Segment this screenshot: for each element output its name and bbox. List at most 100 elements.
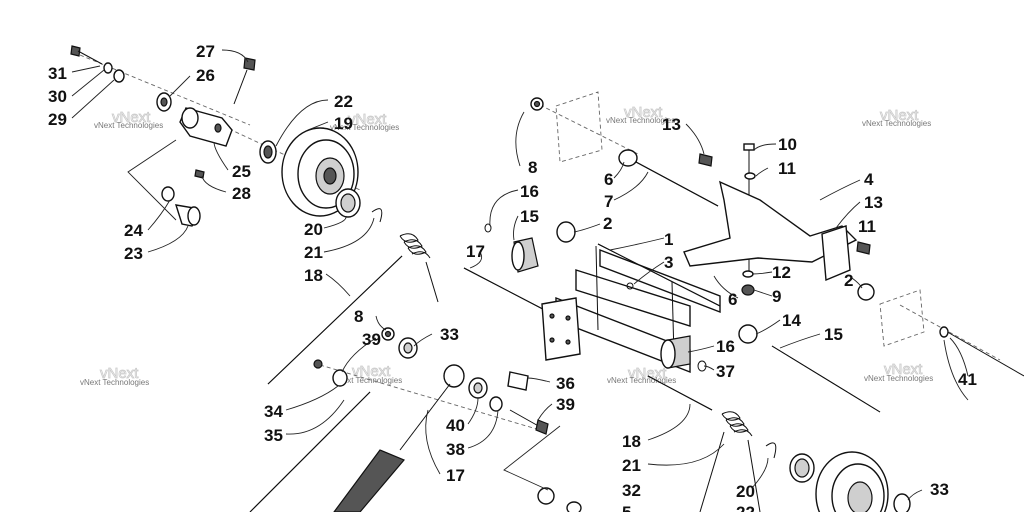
washer-29 xyxy=(113,69,125,83)
callout-14: 15 xyxy=(824,325,843,344)
leader-lines xyxy=(71,49,969,501)
svg-text:vNext Technologies: vNext Technologies xyxy=(606,116,675,125)
callout-19: 19 xyxy=(334,114,353,133)
bearing-39-top xyxy=(398,337,418,359)
shaft-14 xyxy=(771,345,881,413)
callout-30: 30 xyxy=(48,87,67,106)
svg-text:vNext: vNext xyxy=(884,361,923,378)
svg-text:vNext: vNext xyxy=(112,109,151,126)
callout-3-center: 3 xyxy=(664,253,673,272)
bolt-27 xyxy=(233,57,256,105)
callout-33-left: 34 xyxy=(264,402,283,421)
callout-3-right: 4 xyxy=(864,170,874,189)
callout-6-top: 6 xyxy=(604,170,613,189)
callout-2-top: 2 xyxy=(603,214,612,233)
spacer-39-bottom xyxy=(468,377,488,399)
callout-7: 7 xyxy=(604,192,613,211)
shaft-7 xyxy=(635,161,719,207)
svg-text:vNext Technologies: vNext Technologies xyxy=(607,376,676,385)
spacer-22-lower xyxy=(893,493,911,512)
callout-20-bottom: 22 xyxy=(736,503,755,512)
nut-37 xyxy=(313,359,323,369)
svg-text:vNext: vNext xyxy=(348,111,387,128)
svg-text:vNext: vNext xyxy=(352,363,391,380)
callout-23: 23 xyxy=(124,244,143,263)
callout-18-bottom: 21 xyxy=(622,456,641,475)
callout-9: 6 xyxy=(728,290,737,309)
spacer-22 xyxy=(259,140,277,164)
callout-6-right: 2 xyxy=(844,271,853,290)
shaft-2-right xyxy=(597,243,721,307)
callout-21-bottom: 20 xyxy=(736,482,755,501)
callout-8-top: 8 xyxy=(528,158,537,177)
bearing-20 xyxy=(335,188,361,218)
callout-15-top: 15 xyxy=(520,207,539,226)
watermark-7: vNext vNext Technologies xyxy=(607,365,676,385)
washer-11-top xyxy=(744,172,756,180)
svg-text:vNext: vNext xyxy=(628,365,667,382)
bushing-23 xyxy=(174,204,201,227)
svg-text:vNext Technologies: vNext Technologies xyxy=(330,123,399,132)
callout-labels: 31 30 29 27 26 22 19 25 28 24 23 20 21 1… xyxy=(48,42,977,512)
idler-wheel-lower xyxy=(815,451,889,512)
stopper-arm-3 xyxy=(683,180,858,282)
callout-22-bottom: 33 xyxy=(930,480,949,499)
watermark-4: vNext vNext Technologies xyxy=(862,107,931,128)
nut-8-top xyxy=(530,97,544,111)
svg-text:vNext: vNext xyxy=(624,104,663,121)
washer-30 xyxy=(103,62,113,74)
callout-28: 28 xyxy=(232,184,251,203)
callout-4: 13 xyxy=(864,193,883,212)
bushing-2-right xyxy=(738,324,758,344)
svg-text:vNext Technologies: vNext Technologies xyxy=(94,121,163,130)
callout-32: 5 xyxy=(622,503,631,512)
svg-text:vNext Technologies: vNext Technologies xyxy=(80,378,149,387)
callout-11-bottom: 12 xyxy=(772,263,791,282)
callout-18: 18 xyxy=(304,266,323,285)
callout-21: 21 xyxy=(304,243,323,262)
watermark-2: vNext vNext Technologies xyxy=(330,111,399,132)
callout-11-top: 11 xyxy=(778,159,796,178)
ring-24 xyxy=(161,186,175,202)
frame-plate-right xyxy=(879,289,925,347)
svg-text:vNext: vNext xyxy=(100,365,139,382)
callout-27: 27 xyxy=(196,42,215,61)
callout-33-bottom: 32 xyxy=(622,481,641,500)
bushing-6-right xyxy=(857,283,875,301)
callout-2-right: 14 xyxy=(782,311,801,330)
shock-38 xyxy=(333,364,465,512)
shaft-17-lower xyxy=(647,375,713,411)
watermark-8: vNext vNext Technologies xyxy=(864,361,933,383)
bracket-plate-35 xyxy=(541,297,581,361)
arm-34 xyxy=(249,391,371,512)
callout-24: 24 xyxy=(124,221,143,240)
callout-22: 22 xyxy=(334,92,353,111)
bolt-5 xyxy=(943,329,1024,377)
svg-text:vNext: vNext xyxy=(880,107,919,124)
callout-17-top: 17 xyxy=(466,242,485,261)
watermark-6: vNext vNext Technologies xyxy=(333,363,402,385)
callout-12: 9 xyxy=(772,287,781,306)
callout-20: 20 xyxy=(304,220,323,239)
snap-ring-21 xyxy=(371,208,383,223)
bolt-36 xyxy=(509,409,549,435)
callout-13-right: 11 xyxy=(858,217,876,236)
bumper-15-right xyxy=(660,335,691,369)
ring-16-left xyxy=(484,223,492,233)
callout-1: 1 xyxy=(664,230,673,249)
svg-text:vNext Technologies: vNext Technologies xyxy=(862,119,931,128)
callout-34: 35 xyxy=(264,426,283,445)
callout-10: 10 xyxy=(778,135,797,154)
callout-39-top: 33 xyxy=(440,325,459,344)
callout-13-top: 13 xyxy=(662,115,681,134)
frame-plate-top xyxy=(555,91,603,163)
mount-bracket-25 xyxy=(179,107,233,147)
bearing-20-lower xyxy=(789,453,815,483)
watermark-5: vNext vNext Technologies xyxy=(80,365,149,387)
bushing-6-top xyxy=(618,149,638,167)
torsion-spring-18 xyxy=(267,233,439,385)
svg-text:vNext Technologies: vNext Technologies xyxy=(864,374,933,383)
bolt-13-top xyxy=(698,153,713,167)
svg-text:vNext Technologies: vNext Technologies xyxy=(333,376,402,385)
